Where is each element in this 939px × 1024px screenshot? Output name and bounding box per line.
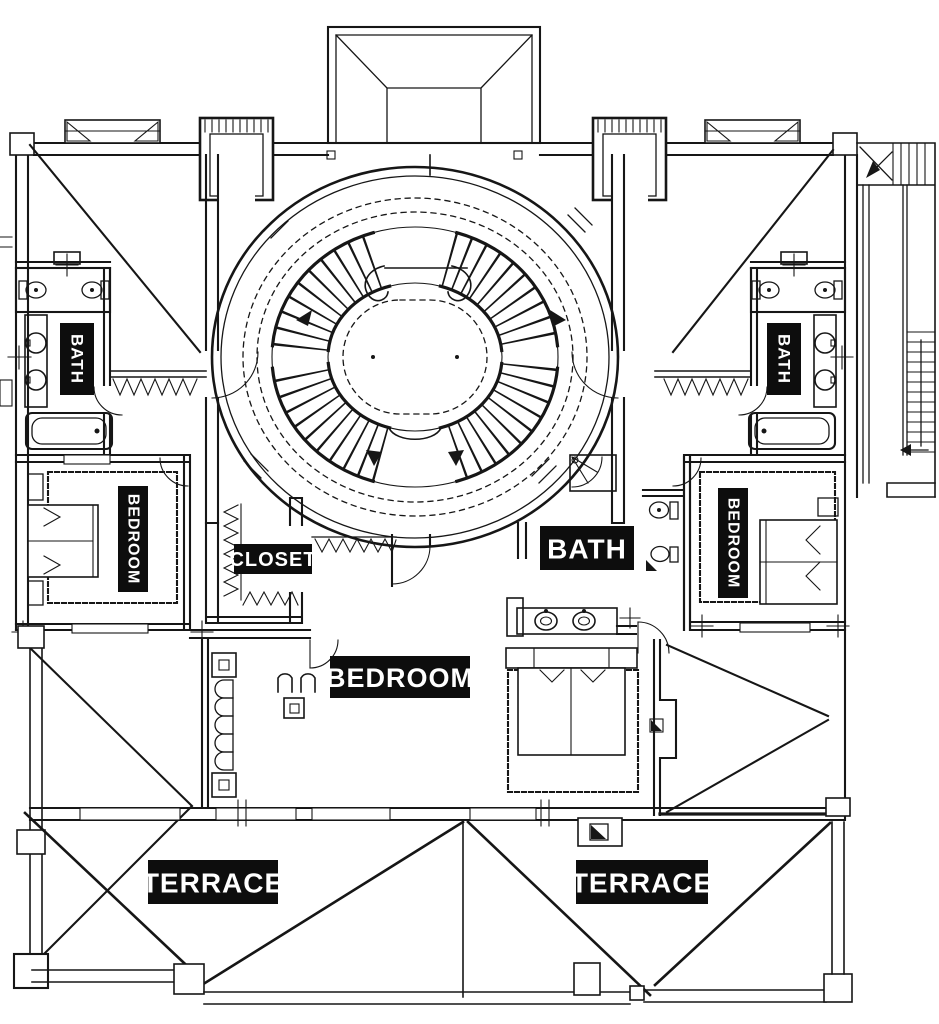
bidet-fixture [646, 545, 679, 571]
room-label-text: BEDROOM [725, 498, 742, 589]
bed-furniture [759, 497, 839, 605]
room-label-bath-center: BATH [540, 526, 634, 570]
room-label-text: BATH [547, 534, 627, 565]
stair-arrow [866, 161, 880, 178]
bedroom-center-room [188, 628, 678, 817]
bathtub-fixture [24, 411, 114, 451]
roof-mid-left [25, 643, 194, 970]
bath-suite-left [7, 251, 207, 457]
door-arc [309, 639, 339, 669]
window-top-right [704, 119, 801, 144]
room-label-bg [540, 526, 634, 570]
closet-room [204, 496, 304, 625]
double-vanity [506, 597, 618, 637]
vanity-sinks [813, 314, 837, 408]
door-arc [159, 457, 189, 487]
stair-flight-top-left [272, 232, 390, 352]
room-label-closet: CLOSET [229, 544, 316, 574]
room-label-bedroom-left: BEDROOM [118, 486, 148, 592]
outer-walls [0, 132, 859, 820]
room-label-bg [330, 656, 470, 698]
door-arc [571, 351, 619, 399]
handrail-curl-left [364, 265, 389, 302]
room-label-terrace-right: TERRACE [571, 860, 713, 904]
furniture-arches [277, 673, 316, 719]
room-label-bedroom-center: BEDROOM [326, 656, 474, 698]
bath-suite-right [654, 251, 854, 457]
stair-arrow [900, 444, 911, 456]
stair-arrow [448, 450, 464, 466]
stair-arrow [550, 310, 566, 326]
room-label-bg [576, 860, 708, 904]
door-arc [93, 386, 123, 416]
entry-bay-roof [326, 25, 542, 176]
room-label-text: TERRACE [571, 868, 713, 899]
door-arc [672, 457, 702, 487]
stair-arrow [296, 310, 312, 326]
bedroom-left [11, 453, 214, 644]
room-label-text: BEDROOM [125, 494, 142, 585]
niche-marker [649, 718, 664, 733]
toilet-fixture [648, 501, 679, 520]
door-arc [738, 386, 768, 416]
bed-furniture [505, 647, 638, 756]
shower-fixture [569, 454, 617, 492]
roof-mid-right [665, 643, 830, 814]
vanity-sinks [24, 314, 48, 408]
stair-flight-bottom-right [440, 362, 558, 482]
room-label-bg [60, 323, 94, 395]
door-arc [211, 351, 259, 399]
room-label-text: TERRACE [142, 868, 284, 899]
bathtub-fixture [747, 411, 837, 451]
room-label-bath-left: BATH [60, 323, 94, 395]
stair-arrow [366, 450, 382, 466]
room-label-bg [718, 488, 748, 598]
room-label-text: CLOSET [229, 549, 316, 571]
room-label-bg [148, 860, 278, 904]
exterior-stairs [856, 142, 936, 498]
room-label-bg [234, 544, 312, 574]
oval-grand-staircase [210, 165, 620, 549]
chimney-right [591, 116, 668, 203]
stair-flight-bottom-left [272, 362, 390, 482]
door-arc [637, 621, 670, 654]
toilet-fixture [18, 280, 47, 300]
room-label-text: BATH [68, 334, 87, 384]
room-label-terrace-left: TERRACE [142, 860, 284, 904]
window-top-left [64, 119, 161, 144]
room-label-bg [118, 486, 148, 592]
room-label-text: BATH [775, 334, 794, 384]
arch-column [211, 652, 237, 798]
bed-furniture [27, 473, 99, 606]
room-label-text: BEDROOM [326, 663, 474, 693]
toilet-fixture [814, 280, 843, 300]
bath-center-room [506, 454, 692, 654]
terraces [23, 797, 853, 1005]
door-arc [391, 545, 431, 585]
stair-flight-top-right [440, 232, 558, 352]
hall-walls [204, 153, 626, 588]
handrail-curl-right [447, 265, 472, 302]
chimney-left [198, 116, 275, 203]
room-label-bedroom-right: BEDROOM [718, 488, 748, 598]
roof-diagonal-top-left [28, 143, 202, 354]
room-label-bath-right: BATH [767, 323, 801, 395]
bedroom-right [672, 453, 850, 638]
roof-diagonal-top-right [671, 148, 835, 354]
room-label-bg [767, 323, 801, 395]
